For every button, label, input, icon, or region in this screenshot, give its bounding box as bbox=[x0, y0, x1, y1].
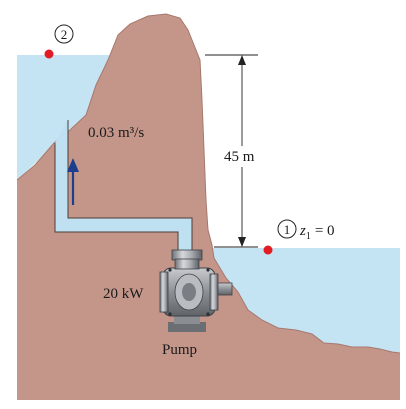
point-2-number: 2 bbox=[61, 27, 68, 42]
flow-arrow-icon bbox=[67, 158, 79, 205]
rock-mountain bbox=[17, 14, 400, 400]
z1-sub: 1 bbox=[306, 231, 311, 242]
rock-edge-line bbox=[16, 13, 401, 354]
point-1-number: 1 bbox=[284, 222, 291, 237]
pipe-inner bbox=[56, 121, 191, 262]
z1-eq: = 0 bbox=[315, 223, 335, 239]
z1-var: z bbox=[299, 223, 306, 239]
pump-icon bbox=[159, 249, 233, 332]
point-1-marker: 1 bbox=[263, 219, 297, 255]
pipe-outline-left bbox=[54, 145, 179, 258]
pump-label: Pump bbox=[162, 342, 197, 358]
pipe-outline-right bbox=[67, 120, 193, 258]
height-label: 45 m bbox=[224, 149, 255, 165]
flow-rate-label: 0.03 m³/s bbox=[88, 125, 144, 141]
z1-label: z1 = 0 bbox=[299, 223, 335, 242]
point-2-marker: 2 bbox=[44, 24, 74, 59]
power-label: 20 kW bbox=[103, 286, 144, 302]
height-dimension bbox=[205, 54, 258, 248]
